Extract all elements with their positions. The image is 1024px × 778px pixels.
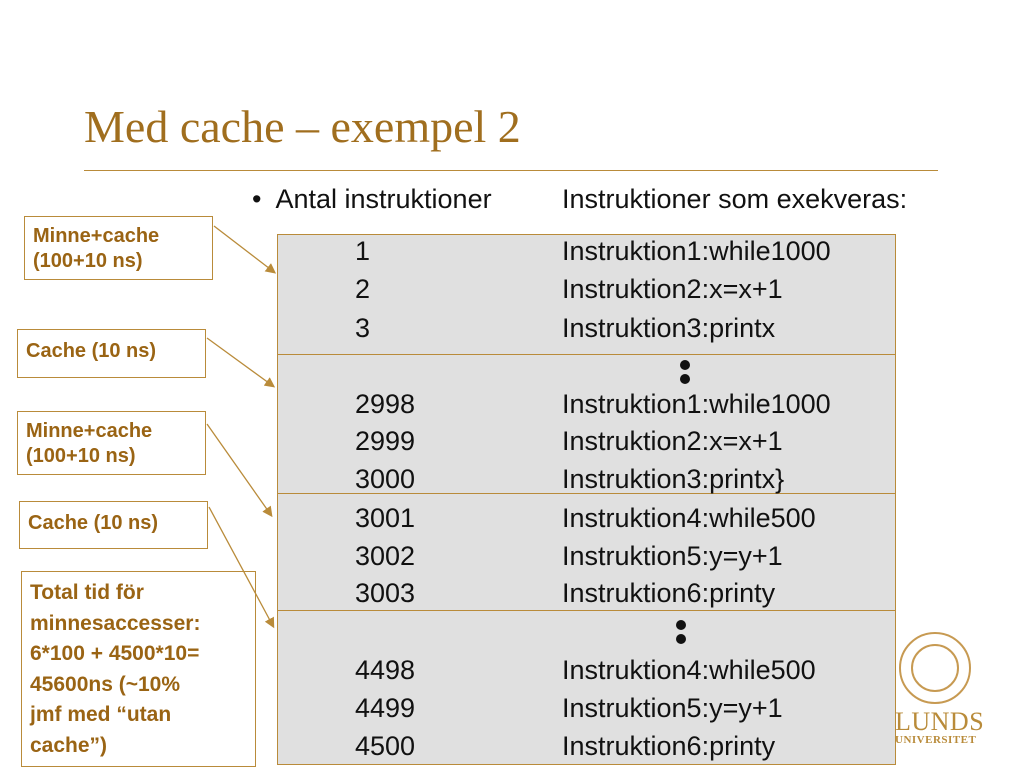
row-instruction: Instruktion4:while500 — [562, 655, 816, 685]
row-count: 1 — [355, 236, 371, 266]
row-instruction: Instruktion4:while500 — [562, 503, 816, 533]
label-line: (100+10 ns) — [26, 445, 136, 467]
row-instruction: Instruktion3:printx} — [562, 464, 785, 494]
row-count: 2 — [355, 274, 371, 304]
label-line: 6*100 + 4500*10= — [30, 642, 200, 665]
arrow-2 — [206, 337, 276, 388]
label-line: Minne+cache — [33, 225, 160, 247]
column-headers: • Antal instruktioner Instruktioner som … — [252, 184, 907, 215]
label-line: Cache (10 ns) — [26, 340, 157, 362]
lund-university-logo: LUNDS UNIVERSITET — [895, 632, 985, 746]
header-count: Antal instruktioner — [275, 184, 492, 214]
label-cache-1: Cache (10 ns) — [17, 329, 206, 378]
row-count: 2998 — [355, 389, 416, 419]
slide-title: Med cache – exempel 2 — [84, 101, 521, 152]
ellipsis-dots — [676, 620, 686, 648]
ellipsis-dots — [680, 360, 690, 388]
header-exec: Instruktioner som exekveras: — [562, 184, 908, 214]
label-line: cache”) — [30, 733, 108, 757]
arrow-3 — [206, 423, 273, 518]
row-count: 4500 — [355, 731, 416, 761]
box-group-2 — [277, 354, 896, 494]
label-total-time: Total tid för minnesaccesser: 6*100 + 45… — [21, 571, 256, 767]
logo-subtitle: UNIVERSITET — [895, 734, 977, 746]
row-instruction: Instruktion2:x=x+1 — [562, 274, 783, 304]
row-count: 3001 — [355, 503, 416, 533]
row-instruction: Instruktion3:printx — [562, 313, 776, 343]
label-line: Cache (10 ns) — [28, 512, 159, 534]
row-count: 3003 — [355, 578, 416, 608]
row-instruction: Instruktion1:while1000 — [562, 236, 831, 266]
bullet: • — [252, 184, 262, 214]
row-count: 3002 — [355, 541, 416, 571]
label-memory-cache-1: Minne+cache (100+10 ns) — [24, 216, 213, 280]
row-count: 4499 — [355, 693, 416, 723]
arrow-4 — [208, 506, 275, 629]
label-memory-cache-2: Minne+cache (100+10 ns) — [17, 411, 206, 475]
label-line: Total tid för — [30, 581, 144, 604]
row-instruction: Instruktion2:x=x+1 — [562, 426, 783, 456]
university-seal-icon — [899, 632, 971, 704]
label-line: minnesaccesser: — [30, 611, 201, 635]
row-instruction: Instruktion6:printy — [562, 578, 776, 608]
label-line: 45600ns (~10% — [30, 672, 181, 696]
label-cache-2: Cache (10 ns) — [19, 501, 208, 549]
row-count: 4498 — [355, 655, 416, 685]
row-instruction: Instruktion1:while1000 — [562, 389, 831, 419]
row-instruction: Instruktion5:y=y+1 — [562, 693, 783, 723]
row-count: 2999 — [355, 426, 416, 456]
row-count: 3 — [355, 313, 371, 343]
box-group-4 — [277, 610, 896, 765]
row-instruction: Instruktion5:y=y+1 — [562, 541, 783, 571]
label-line: Minne+cache — [26, 420, 153, 442]
arrow-1 — [213, 225, 277, 274]
box-group-3 — [277, 493, 896, 611]
title-rule — [84, 170, 938, 171]
row-instruction: Instruktion6:printy — [562, 731, 776, 761]
row-count: 3000 — [355, 464, 416, 494]
label-line: jmf med “utan — [30, 703, 172, 726]
logo-name: LUNDS — [895, 707, 985, 736]
label-line: (100+10 ns) — [33, 250, 143, 272]
